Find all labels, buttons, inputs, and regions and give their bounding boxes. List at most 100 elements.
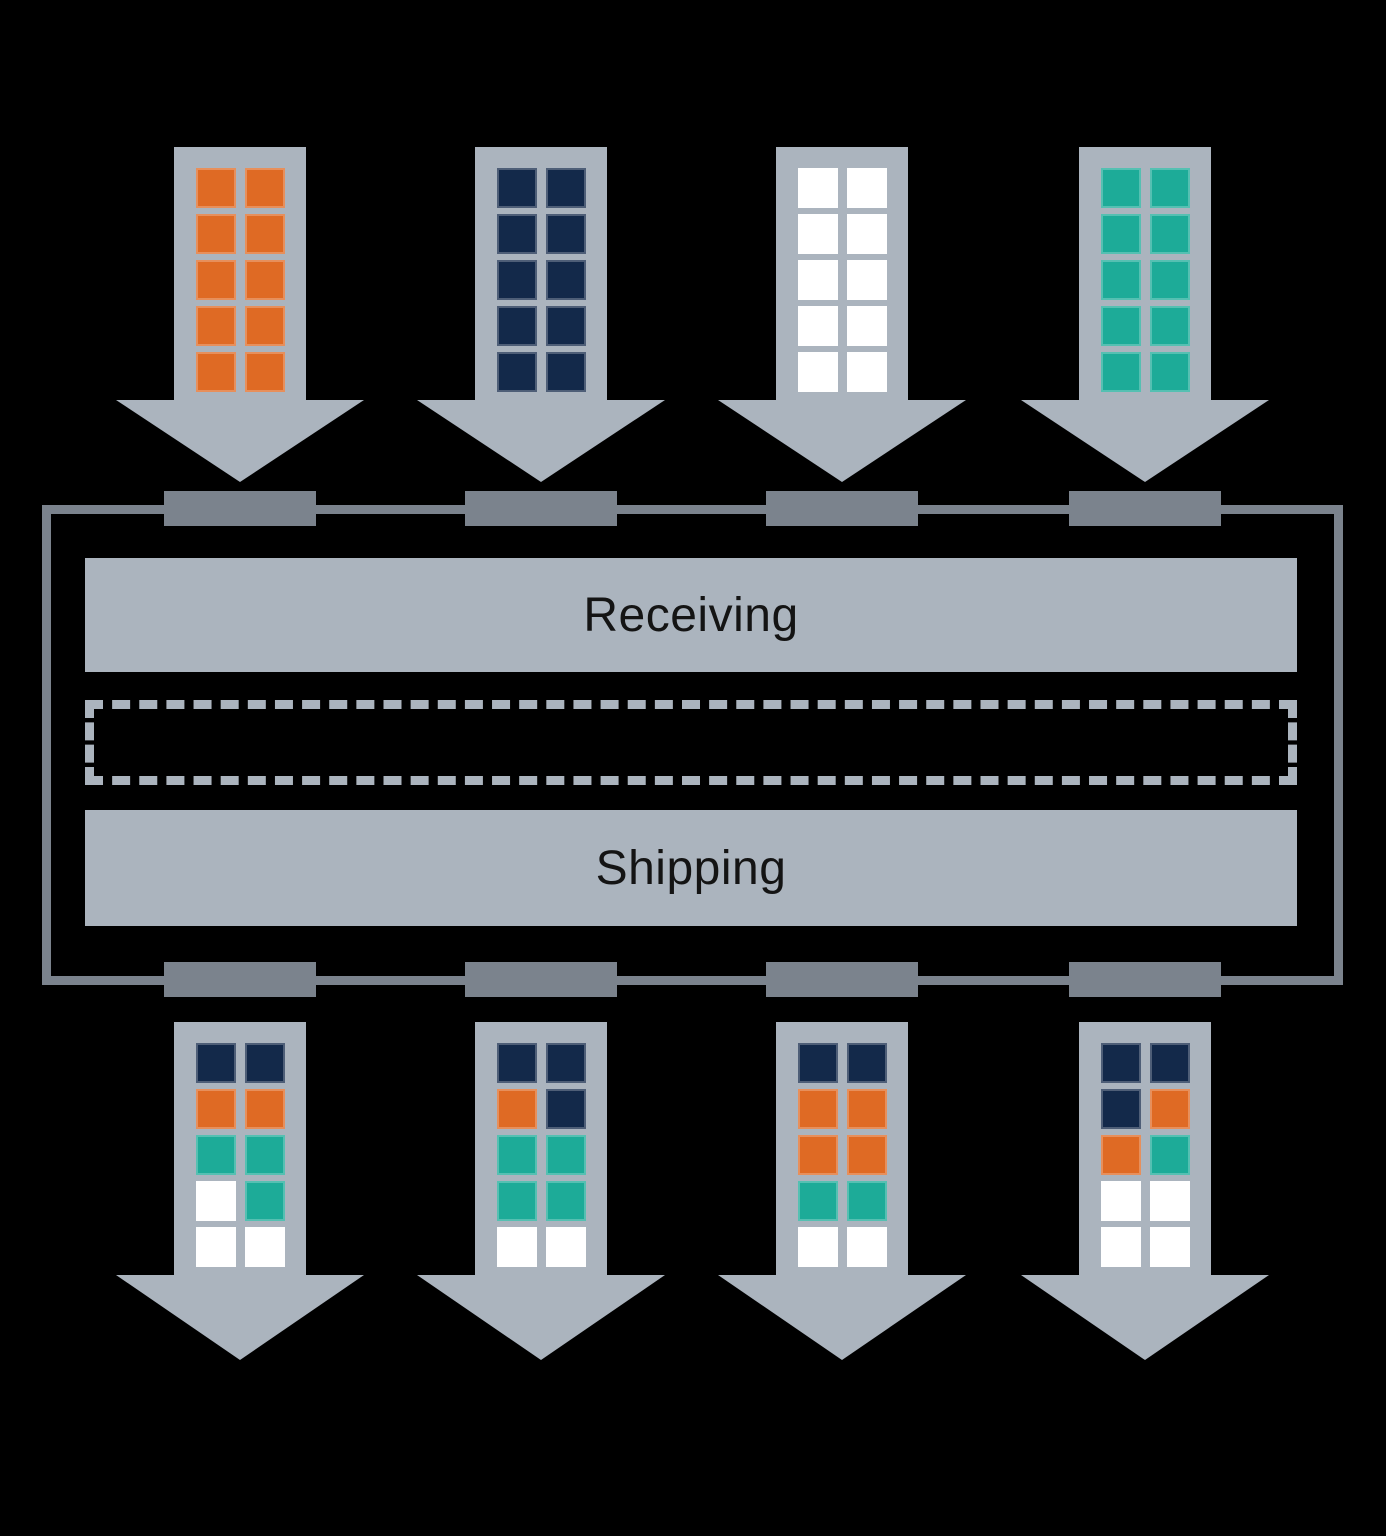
outbound-arrow-3: [718, 1022, 966, 1360]
pallet-teal: [797, 1181, 838, 1221]
pallet-orange: [195, 168, 236, 208]
pallet-white: [846, 352, 887, 392]
outbound-dock-door-1: [164, 962, 316, 997]
outbound-arrow-1-shaft: [174, 1022, 306, 1275]
outbound-arrow-2-shaft: [475, 1022, 607, 1275]
inbound-arrow-3: [718, 147, 966, 482]
shipping-zone: Shipping: [85, 810, 1297, 926]
pallet-teal: [1100, 168, 1141, 208]
pallet-white: [797, 306, 838, 346]
pallet-orange: [244, 168, 285, 208]
pallet-white: [244, 1227, 285, 1267]
inbound-cargo-3: [797, 168, 887, 392]
pallet-navy: [1100, 1089, 1141, 1129]
pallet-orange: [797, 1089, 838, 1129]
pallet-orange: [195, 1089, 236, 1129]
pallet-teal: [846, 1181, 887, 1221]
pallet-navy: [496, 1043, 537, 1083]
pallet-navy: [545, 214, 586, 254]
outbound-cargo-1: [195, 1043, 285, 1267]
pallet-teal: [545, 1181, 586, 1221]
pallet-white: [846, 260, 887, 300]
pallet-navy: [496, 214, 537, 254]
pallet-white: [797, 260, 838, 300]
pallet-orange: [195, 306, 236, 346]
staging-area: [85, 700, 1297, 785]
pallet-white: [846, 306, 887, 346]
arrow-down-icon: [417, 400, 665, 482]
pallet-teal: [496, 1181, 537, 1221]
arrow-down-icon: [116, 400, 364, 482]
pallet-white: [1149, 1181, 1190, 1221]
inbound-arrow-3-shaft: [776, 147, 908, 400]
arrow-down-icon: [417, 1275, 665, 1360]
pallet-white: [797, 168, 838, 208]
pallet-navy: [797, 1043, 838, 1083]
pallet-orange: [195, 260, 236, 300]
arrow-down-icon: [718, 400, 966, 482]
pallet-white: [846, 168, 887, 208]
outbound-arrow-4: [1021, 1022, 1269, 1360]
pallet-navy: [496, 168, 537, 208]
pallet-orange: [244, 352, 285, 392]
pallet-teal: [1100, 260, 1141, 300]
pallet-orange: [244, 1089, 285, 1129]
inbound-cargo-1: [195, 168, 285, 392]
pallet-navy: [545, 306, 586, 346]
pallet-orange: [195, 352, 236, 392]
pallet-navy: [496, 260, 537, 300]
arrow-down-icon: [1021, 400, 1269, 482]
pallet-teal: [545, 1135, 586, 1175]
pallet-navy: [545, 168, 586, 208]
inbound-cargo-2: [496, 168, 586, 392]
arrow-down-icon: [1021, 1275, 1269, 1360]
pallet-navy: [195, 1043, 236, 1083]
outbound-dock-door-3: [766, 962, 918, 997]
outbound-cargo-3: [797, 1043, 887, 1267]
outbound-dock-door-2: [465, 962, 617, 997]
pallet-teal: [1149, 306, 1190, 346]
pallet-teal: [1149, 352, 1190, 392]
inbound-arrow-4-shaft: [1079, 147, 1211, 400]
pallet-navy: [545, 1043, 586, 1083]
pallet-white: [1149, 1227, 1190, 1267]
pallet-teal: [244, 1135, 285, 1175]
outbound-cargo-4: [1100, 1043, 1190, 1267]
pallet-orange: [496, 1089, 537, 1129]
pallet-navy: [545, 352, 586, 392]
inbound-arrow-1-shaft: [174, 147, 306, 400]
pallet-navy: [545, 260, 586, 300]
inbound-dock-door-2: [465, 491, 617, 526]
pallet-white: [195, 1227, 236, 1267]
shipping-zone-label: Shipping: [595, 841, 787, 895]
pallet-teal: [1100, 352, 1141, 392]
pallet-navy: [244, 1043, 285, 1083]
outbound-arrow-1: [116, 1022, 364, 1360]
pallet-teal: [1149, 260, 1190, 300]
pallet-teal: [1100, 214, 1141, 254]
warehouse-outline: [42, 505, 1343, 985]
pallet-orange: [195, 214, 236, 254]
outbound-cargo-2: [496, 1043, 586, 1267]
pallet-navy: [1149, 1043, 1190, 1083]
inbound-dock-door-3: [766, 491, 918, 526]
arrow-down-icon: [718, 1275, 966, 1360]
pallet-teal: [195, 1135, 236, 1175]
pallet-white: [846, 214, 887, 254]
pallet-teal: [1149, 214, 1190, 254]
pallet-white: [1100, 1227, 1141, 1267]
pallet-teal: [244, 1181, 285, 1221]
pallet-navy: [545, 1089, 586, 1129]
outbound-arrow-4-shaft: [1079, 1022, 1211, 1275]
pallet-white: [545, 1227, 586, 1267]
pallet-orange: [244, 260, 285, 300]
pallet-orange: [846, 1135, 887, 1175]
inbound-arrow-4: [1021, 147, 1269, 482]
pallet-orange: [846, 1089, 887, 1129]
pallet-white: [797, 352, 838, 392]
inbound-arrow-2: [417, 147, 665, 482]
inbound-dock-door-4: [1069, 491, 1221, 526]
outbound-dock-door-4: [1069, 962, 1221, 997]
pallet-orange: [244, 214, 285, 254]
